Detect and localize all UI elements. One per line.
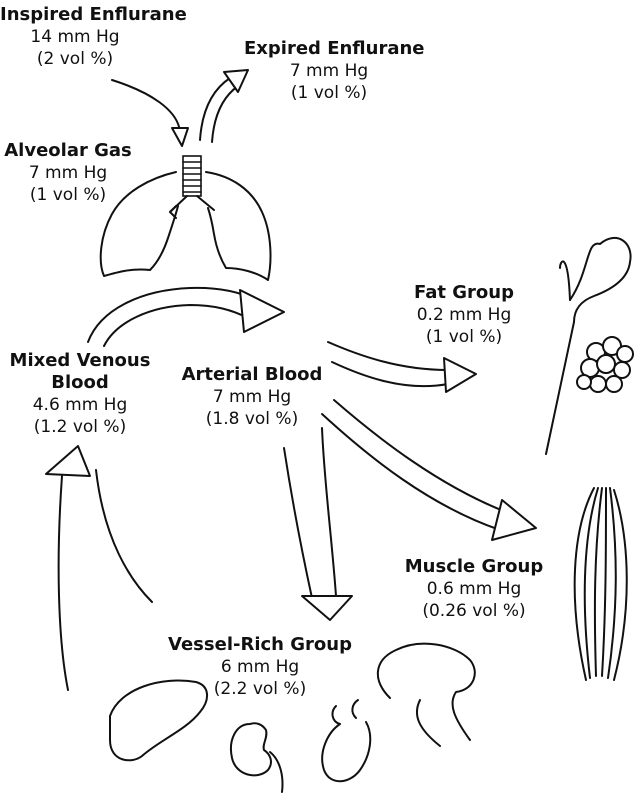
fat-illustration [546,238,633,454]
fat-volume: (1 vol %) [404,326,524,348]
alveolar-label: Alveolar Gas 7 mm Hg (1 vol %) [4,140,132,206]
vessel-rich-volume: (2.2 vol %) [166,678,354,700]
arterial-to-vessel-rich-arrow [284,428,352,620]
arterial-pressure: 7 mm Hg [178,386,326,408]
inspired-pressure: 14 mm Hg [0,26,150,48]
vessel-rich-title: Vessel-Rich Group [166,634,354,656]
inspired-title: Inspired Enflurane [0,4,150,26]
arterial-label: Arterial Blood 7 mm Hg (1.8 vol %) [178,364,326,430]
muscle-illustration [575,488,627,680]
alveolar-pressure: 7 mm Hg [4,162,132,184]
venous-label: Mixed Venous Blood 4.6 mm Hg (1.2 vol %) [6,350,154,438]
kidney-icon [231,723,283,792]
muscle-title: Muscle Group [400,556,548,578]
muscle-label: Muscle Group 0.6 mm Hg (0.26 vol %) [400,556,548,622]
fat-title: Fat Group [404,282,524,304]
pulmonary-flow-arrow [88,288,284,346]
fat-label: Fat Group 0.2 mm Hg (1 vol %) [404,282,524,348]
fat-pressure: 0.2 mm Hg [404,304,524,326]
fat-cells [577,337,633,392]
inspired-arrow [112,80,188,146]
expired-arrow [200,70,248,142]
muscle-volume: (0.26 vol %) [400,600,548,622]
trachea-rings [183,156,201,196]
arterial-to-muscle-arrow [322,400,536,540]
arterial-to-fat-arrow [328,342,476,392]
arterial-title: Arterial Blood [178,364,326,386]
arterial-volume: (1.8 vol %) [178,408,326,430]
muscle-pressure: 0.6 mm Hg [400,578,548,600]
venous-return-arrows [46,446,152,690]
expired-pressure: 7 mm Hg [244,60,414,82]
alveolar-volume: (1 vol %) [4,184,132,206]
expired-label: Expired Enflurane 7 mm Hg (1 vol %) [244,38,414,104]
vessel-rich-label: Vessel-Rich Group 6 mm Hg (2.2 vol %) [166,634,354,700]
inspired-label: Inspired Enflurane 14 mm Hg (2 vol %) [0,4,150,70]
venous-pressure: 4.6 mm Hg [6,394,154,416]
brain-icon [378,644,475,746]
venous-volume: (1.2 vol %) [6,416,154,438]
vessel-rich-pressure: 6 mm Hg [166,656,354,678]
venous-title-line1: Mixed Venous [6,350,154,372]
alveolar-title: Alveolar Gas [4,140,132,162]
venous-title-line2: Blood [6,372,154,394]
expired-volume: (1 vol %) [244,82,414,104]
inspired-volume: (2 vol %) [0,48,150,70]
expired-title: Expired Enflurane [244,38,414,60]
heart-icon [322,700,370,781]
